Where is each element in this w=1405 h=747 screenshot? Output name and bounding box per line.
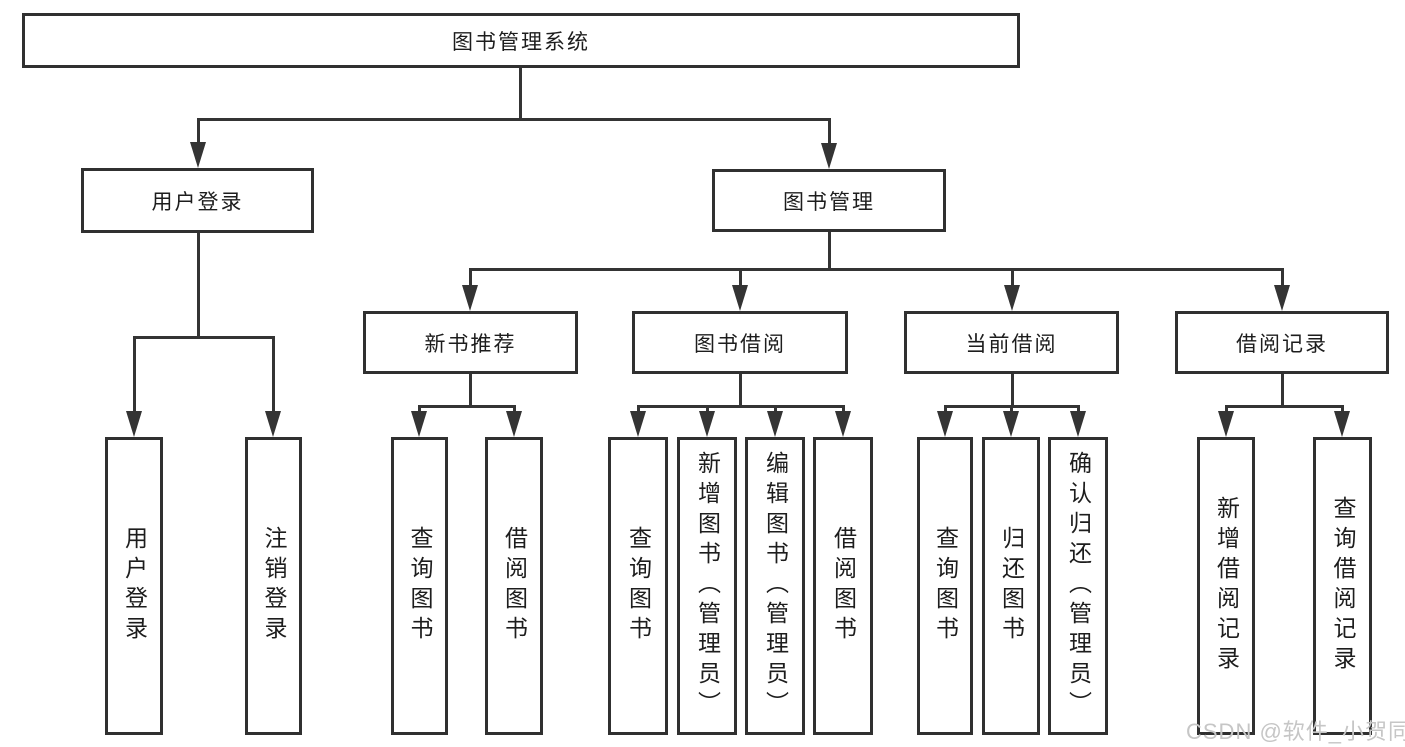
- arrow-down-icon: [411, 411, 427, 437]
- connector-line: [519, 68, 522, 118]
- connector-line: [739, 268, 742, 288]
- node-label: 图书借阅: [694, 332, 786, 356]
- node-label: 查询借阅记录: [1330, 496, 1356, 676]
- leaf-query-borrow-record: 查询借阅记录: [1313, 437, 1372, 735]
- node-label: 查询图书: [625, 526, 652, 646]
- node-label: 图书管理系统: [452, 30, 590, 54]
- arrow-down-icon: [630, 411, 646, 437]
- leaf-confirm-return-admin: 确认归还（管理员）: [1048, 437, 1108, 735]
- arrow-down-icon: [835, 411, 851, 437]
- node-label: 编辑图书（管理员）: [762, 451, 789, 721]
- connector-line: [637, 405, 844, 408]
- node-label: 归还图书: [998, 526, 1025, 646]
- connector-line: [1011, 268, 1014, 288]
- connector-line: [1011, 374, 1014, 408]
- arrow-down-icon: [1003, 411, 1019, 437]
- node-label: 新增借阅记录: [1213, 496, 1240, 676]
- connector-line: [133, 336, 136, 416]
- node-borrow-records: 借阅记录: [1175, 311, 1389, 374]
- node-label: 用户登录: [121, 526, 148, 646]
- arrow-down-icon: [1070, 411, 1086, 437]
- node-label: 图书管理: [783, 190, 875, 214]
- arrow-down-icon: [1274, 285, 1290, 311]
- node-label: 查询图书: [407, 526, 433, 646]
- node-new-book-recommend: 新书推荐: [363, 311, 578, 374]
- connector-line: [828, 118, 831, 147]
- node-label: 借阅记录: [1236, 332, 1328, 356]
- leaf-user-login: 用户登录: [105, 437, 163, 735]
- arrow-down-icon: [265, 411, 281, 437]
- node-user-login: 用户登录: [81, 168, 314, 233]
- connector-line: [1225, 405, 1343, 408]
- connector-line: [418, 405, 516, 408]
- node-label: 注销登录: [261, 526, 287, 646]
- leaf-logout: 注销登录: [245, 437, 302, 735]
- arrow-down-icon: [732, 285, 748, 311]
- connector-line: [469, 268, 472, 288]
- arrow-down-icon: [462, 285, 478, 311]
- node-book-borrow: 图书借阅: [632, 311, 848, 374]
- node-label: 新书推荐: [424, 332, 517, 356]
- connector-line: [197, 118, 200, 146]
- node-label: 确认归还（管理员）: [1065, 451, 1092, 721]
- leaf-query-books-2: 查询图书: [608, 437, 668, 735]
- arrow-down-icon: [1218, 411, 1234, 437]
- arrow-down-icon: [821, 143, 837, 169]
- connector-line: [272, 336, 275, 416]
- node-label: 借阅图书: [501, 526, 528, 646]
- leaf-return-books: 归还图书: [982, 437, 1040, 735]
- leaf-query-books-3: 查询图书: [917, 437, 973, 735]
- arrow-down-icon: [767, 411, 783, 437]
- node-label: 查询图书: [932, 526, 959, 646]
- arrow-down-icon: [506, 411, 522, 437]
- leaf-add-books-admin: 新增图书（管理员）: [677, 437, 737, 735]
- node-label: 新增图书（管理员）: [694, 451, 721, 721]
- connector-line: [133, 336, 274, 339]
- connector-line: [1281, 268, 1284, 288]
- connector-line: [1281, 374, 1284, 408]
- arrow-down-icon: [126, 411, 142, 437]
- arrow-down-icon: [699, 411, 715, 437]
- leaf-borrow-books-2: 借阅图书: [813, 437, 873, 735]
- node-root-library-system: 图书管理系统: [22, 13, 1020, 68]
- leaf-edit-books-admin: 编辑图书（管理员）: [745, 437, 805, 735]
- connector-line: [739, 374, 742, 408]
- node-label: 用户登录: [151, 190, 244, 214]
- connector-line: [469, 374, 472, 408]
- connector-line: [197, 233, 200, 339]
- leaf-query-books-1: 查询图书: [391, 437, 448, 735]
- arrow-down-icon: [1334, 411, 1350, 437]
- node-label: 借阅图书: [830, 526, 857, 646]
- arrow-down-icon: [190, 142, 206, 168]
- csdn-watermark: CSDN @软件_小贺同学: [1186, 719, 1405, 744]
- leaf-add-borrow-record: 新增借阅记录: [1197, 437, 1255, 735]
- connector-line: [469, 268, 1284, 271]
- arrow-down-icon: [937, 411, 953, 437]
- leaf-borrow-books-1: 借阅图书: [485, 437, 543, 735]
- node-label: 当前借阅: [965, 332, 1058, 356]
- connector-line: [828, 232, 831, 271]
- arrow-down-icon: [1004, 285, 1020, 311]
- connector-line: [197, 118, 831, 121]
- node-current-borrow: 当前借阅: [904, 311, 1119, 374]
- node-book-management: 图书管理: [712, 169, 946, 232]
